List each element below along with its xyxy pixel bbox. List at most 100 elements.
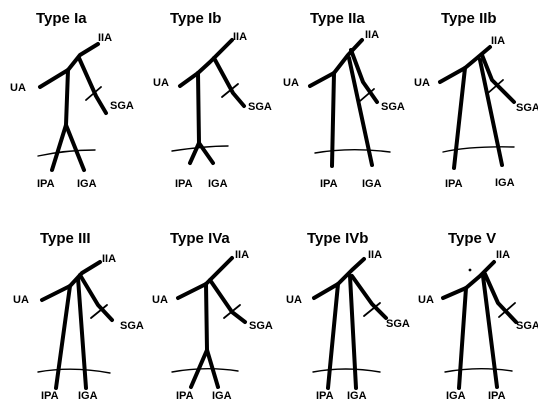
label-ua: UA [13, 294, 29, 306]
label-iia: IIA [365, 29, 379, 41]
ligation-mark [223, 304, 241, 319]
label-sga: SGA [516, 320, 538, 332]
label-iia: IIA [98, 32, 112, 44]
iga-vessel [457, 286, 468, 390]
label-bottom-right: IGA [78, 390, 98, 400]
iia-vessel [464, 260, 496, 290]
iia-vessel [336, 257, 366, 286]
iia-vessel [68, 260, 102, 288]
sga-vessel [483, 272, 518, 324]
iia-vessel [196, 38, 234, 75]
label-sga: SGA [110, 100, 134, 112]
label-bottom-right: IGA [208, 178, 228, 190]
ua-vessel [178, 71, 200, 88]
ua-vessel [308, 71, 336, 88]
ua-vessel [176, 282, 208, 300]
panel-title: Type III [40, 230, 91, 247]
iga-vessel [197, 141, 215, 165]
ua-vessel [38, 68, 70, 89]
main-trunk [196, 71, 201, 145]
label-sga: SGA [249, 320, 273, 332]
pelvic-floor-line [37, 149, 96, 157]
label-iia: IIA [496, 249, 510, 261]
label-ua: UA [286, 294, 302, 306]
sga-vessel [78, 273, 114, 322]
label-iia: IIA [368, 249, 382, 261]
label-bottom-left: IPA [175, 178, 193, 190]
label-bottom-right: IPA [488, 390, 506, 400]
label-ua: UA [414, 77, 430, 89]
sga-vessel [349, 48, 379, 104]
ua-vessel [40, 284, 72, 302]
pelvic-floor-line [171, 368, 239, 373]
label-bottom-left: IGA [446, 390, 466, 400]
iga-vessel [76, 276, 88, 390]
panel-type-iib: Type IIb IIA UA SGA IPA IGA [414, 10, 538, 190]
ua-vessel [438, 66, 467, 84]
label-sga: SGA [120, 320, 144, 332]
label-ua: UA [152, 294, 168, 306]
main-trunk [64, 68, 70, 127]
label-iia: IIA [491, 35, 505, 47]
ligation-mark [498, 302, 516, 318]
ipa-vessel [54, 284, 72, 390]
iga-vessel [348, 274, 358, 390]
ipa-vessel [330, 71, 336, 168]
panel-title: Type Ia [36, 10, 87, 27]
label-bottom-right: IGA [347, 390, 367, 400]
label-iia: IIA [102, 253, 116, 265]
pelvic-floor-line [171, 145, 229, 152]
panel-type-iia: Type IIa IIA UA SGA IPA IGA [283, 10, 405, 190]
iga-vessel [347, 56, 374, 167]
sga-vessel [350, 274, 388, 320]
pelvic-floor-line [312, 368, 381, 373]
ligation-mark [359, 88, 375, 102]
small-dot [468, 268, 472, 272]
label-bottom-right: IGA [362, 178, 382, 190]
label-ua: UA [283, 77, 299, 89]
panel-title: Type IVb [307, 230, 368, 247]
iia-vessel [66, 42, 100, 72]
ipa-vessel [452, 66, 467, 170]
sga-vessel [77, 56, 108, 115]
label-ua: UA [10, 82, 26, 94]
ipa-vessel [188, 141, 201, 165]
ligation-mark [85, 86, 102, 101]
ligation-mark [487, 79, 504, 94]
main-trunk [204, 282, 209, 352]
label-iia: IIA [233, 31, 247, 43]
label-bottom-left: IPA [176, 390, 194, 400]
panel-title: Type IIa [310, 10, 365, 27]
panel-title: Type V [448, 230, 496, 247]
label-sga: SGA [381, 101, 405, 113]
panel-type-iii: Type III IIA UA SGA IPA IGA [13, 230, 144, 400]
ua-vessel [441, 286, 468, 300]
label-bottom-left: IPA [445, 178, 463, 190]
ligation-mark [363, 302, 381, 317]
iia-vessel [332, 38, 364, 75]
panel-title: Type Ib [170, 10, 221, 27]
label-ua: UA [153, 77, 169, 89]
ligation-mark [221, 83, 239, 98]
pelvic-floor-line [37, 368, 111, 374]
label-sga: SGA [386, 318, 410, 330]
pelvic-floor-line [314, 149, 391, 154]
sga-vessel [212, 56, 246, 108]
label-sga: SGA [516, 102, 538, 114]
ipa-vessel [50, 123, 68, 172]
label-bottom-left: IPA [316, 390, 334, 400]
pelvic-floor-line [442, 146, 515, 153]
label-ua: UA [418, 294, 434, 306]
iga-vessel [64, 123, 86, 172]
panel-type-v: Type V IIA UA SGA IGA IPA [418, 230, 538, 400]
panel-type-ib: Type Ib IIA UA SGA IPA IGA [153, 10, 272, 190]
panel-type-iva: Type IVa IIA UA SGA IPA IGA [152, 230, 273, 400]
label-sga: SGA [248, 101, 272, 113]
ua-vessel [312, 282, 340, 300]
label-iia: IIA [235, 249, 249, 261]
label-bottom-right: IGA [495, 177, 515, 189]
label-bottom-left: IPA [320, 178, 338, 190]
sga-vessel [480, 53, 516, 104]
ipa-vessel [326, 282, 340, 390]
